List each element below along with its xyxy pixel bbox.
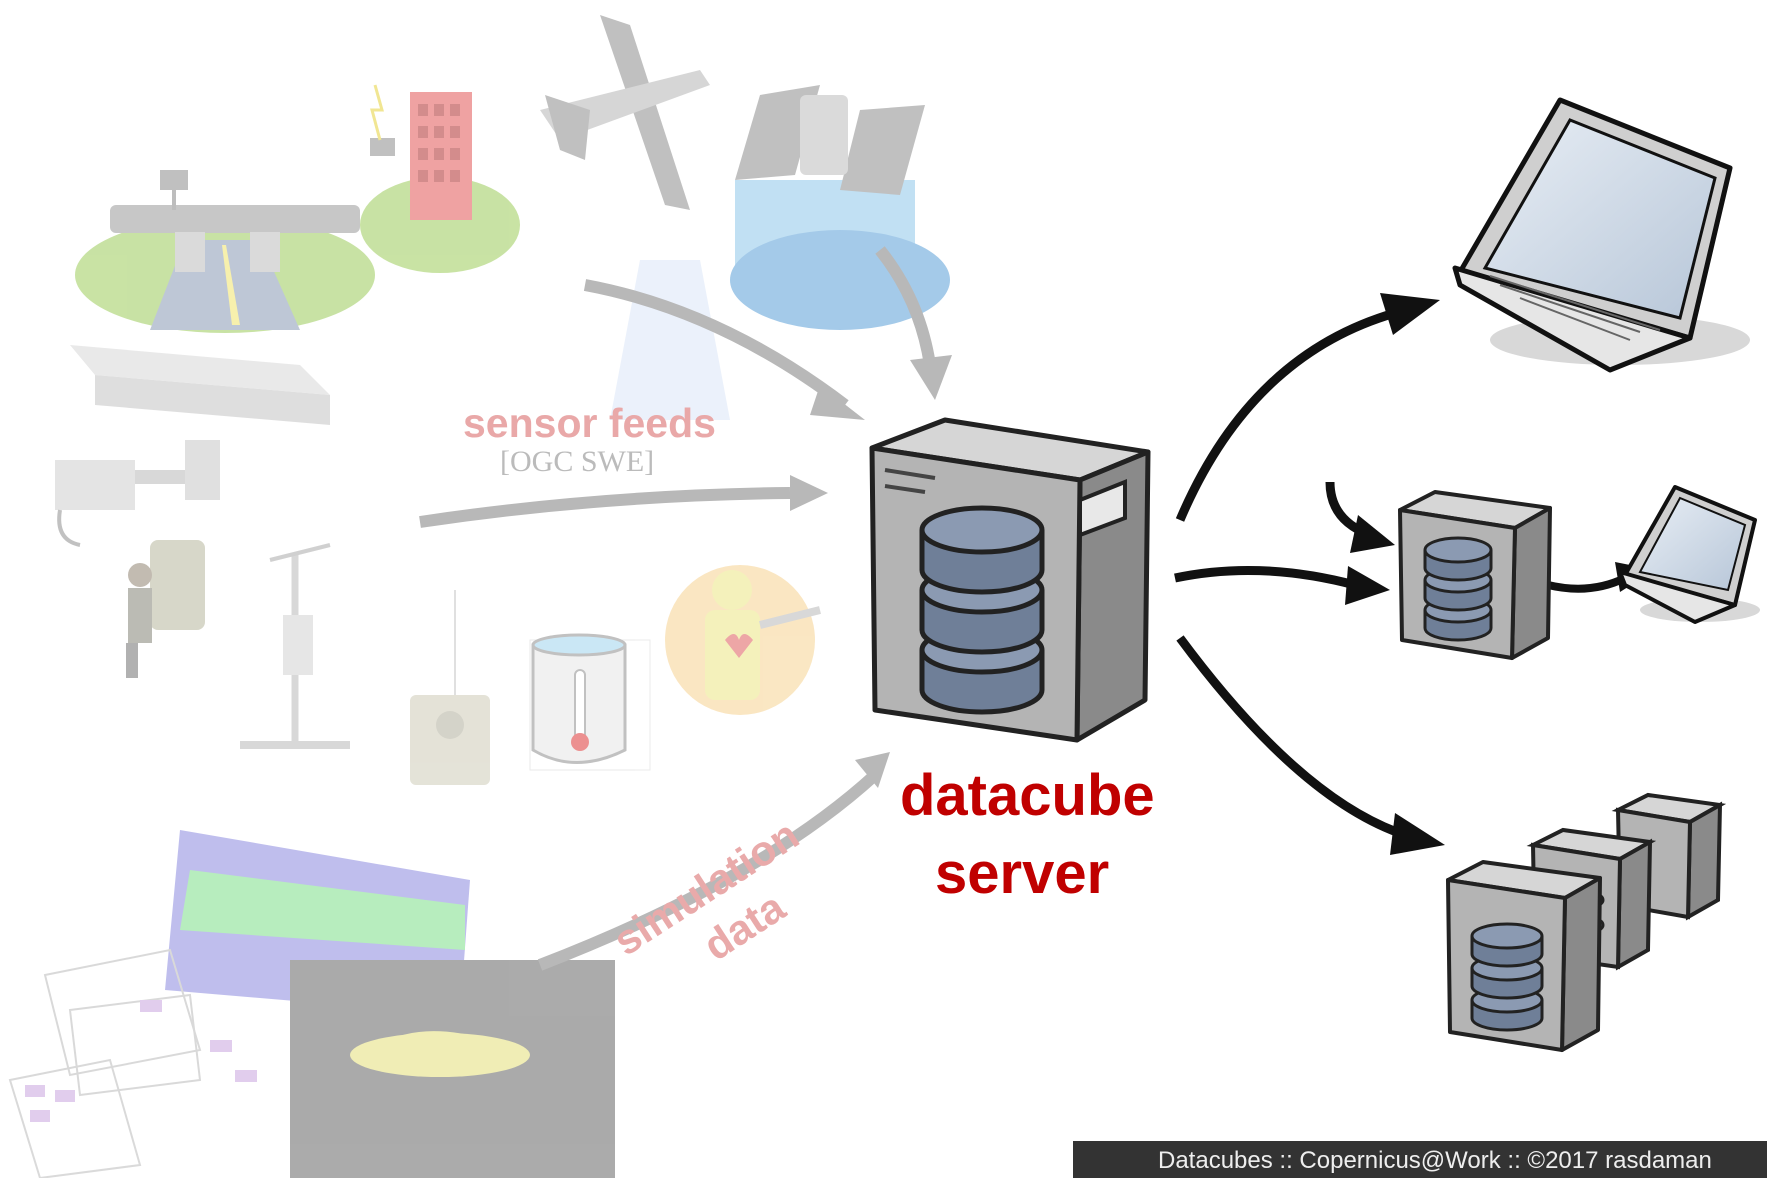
output-arrow-small-laptop xyxy=(1547,574,1627,593)
radio-transmitter-icon xyxy=(410,590,490,785)
footer-bar: Datacubes :: Copernicus@Work :: ©2017 ra… xyxy=(1073,1141,1767,1178)
simulation-visualization-icon xyxy=(8,830,615,1178)
output-arrow-cluster xyxy=(1176,635,1407,840)
input-arrow-top xyxy=(583,279,849,410)
small-laptop-icon xyxy=(1618,485,1760,624)
input-arrow-middle-head xyxy=(790,475,828,511)
input-arrows xyxy=(419,246,952,971)
satellite-icon xyxy=(730,85,950,330)
footer-text: Datacubes :: Copernicus@Work :: ©2017 ra… xyxy=(1158,1147,1712,1174)
input-arrow-middle xyxy=(419,487,791,528)
input-arrow-small-server-head xyxy=(1350,515,1395,553)
tank-thermometer-icon xyxy=(529,633,651,771)
output-arrow-laptop-head xyxy=(1380,293,1440,335)
output-arrow-cluster-head xyxy=(1390,813,1445,855)
datacube-label: datacube xyxy=(900,763,1155,828)
output-arrow-laptop xyxy=(1175,308,1397,522)
steel-beam-icon xyxy=(70,345,330,425)
server-label: server xyxy=(935,841,1110,906)
field-worker-icon xyxy=(126,540,205,678)
building-icon xyxy=(360,84,520,273)
input-arrow-bottom xyxy=(537,770,880,971)
small-server-icon xyxy=(1398,490,1552,660)
ogc-swe-label: [OGC SWE] xyxy=(500,445,655,478)
input-arrow-satellite-head xyxy=(910,355,952,400)
weather-station-icon xyxy=(240,543,350,749)
input-arrow-bottom-head xyxy=(855,752,890,788)
laser-sensor-icon xyxy=(55,440,220,547)
aircraft-icon xyxy=(540,15,730,420)
sensor-feeds-label: sensor feeds xyxy=(463,400,716,446)
server-cluster-icon xyxy=(1446,792,1727,1052)
input-arrow-top-head xyxy=(810,385,865,420)
output-arrows xyxy=(1174,293,1655,855)
laptop-icon xyxy=(1452,97,1750,373)
datacube-disk-stack-icon xyxy=(919,505,1045,715)
input-arrow-satellite xyxy=(875,246,936,366)
road-camera-icon xyxy=(75,170,375,333)
datacube-server-icon xyxy=(869,417,1151,743)
firefighter-icon xyxy=(665,565,821,715)
output-arrow-server-head xyxy=(1345,566,1390,605)
output-arrow-server xyxy=(1174,565,1357,590)
